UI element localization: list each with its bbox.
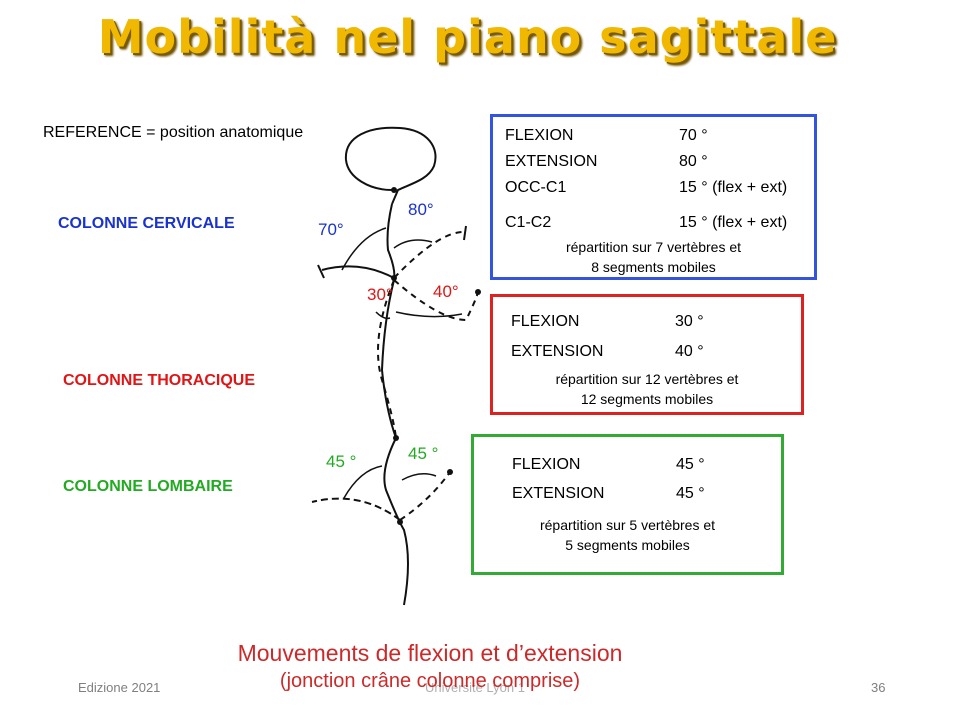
row-value: 45 ° (676, 456, 705, 473)
note-line: 12 segments mobiles (580, 391, 714, 407)
note-line: répartition sur 5 vertèbres et (539, 517, 716, 533)
caption-line2: (jonction crâne colonne comprise) (279, 670, 581, 692)
thoracic-info-box: FLEXION 30 ° EXTENSION 40 ° répartition … (490, 294, 804, 415)
lumbar-info-box: FLEXION 45 ° EXTENSION 45 ° répartition … (471, 434, 784, 575)
joint-dot (391, 187, 397, 193)
thoracic-note: répartition sur 12 vertèbres et 12 segme… (493, 369, 801, 409)
cervical-flex-arc (341, 227, 387, 271)
lumbar-note: répartition sur 5 vertèbres et 5 segment… (474, 515, 781, 555)
note-line: 5 segments mobiles (565, 537, 690, 553)
caption-line1: Mouvements de flexion et d’extension (237, 640, 623, 666)
row-name: OCC-C1 (505, 179, 567, 196)
cervical-flexion-angle: 70° (318, 220, 344, 239)
lumbar-extension-line (399, 471, 451, 521)
lumbar-label: COLONNE LOMBAIRE (63, 478, 233, 495)
note-line: 8 segments mobiles (591, 259, 716, 275)
row-name: FLEXION (511, 313, 580, 330)
lumbar-flex-arc (343, 465, 383, 499)
cervical-extension-tick (463, 225, 467, 241)
thoracic-flexion-line (377, 279, 397, 439)
row-value: 30 ° (675, 313, 704, 330)
lumbar-flexion-angle: 45 ° (326, 452, 357, 471)
joint-dot (391, 275, 397, 281)
thoracic-flexion-angle: 30° (367, 285, 393, 304)
joint-dot (397, 519, 403, 525)
lumbar-extension-angle: 45 ° (408, 444, 439, 463)
slide-title: Mobilità nel piano sagittale (97, 10, 838, 64)
thoracic-ext-arc (395, 311, 463, 318)
lumbar-flexion-line (311, 497, 401, 521)
row-name: EXTENSION (505, 153, 598, 170)
thoracic-label: COLONNE THORACIQUE (63, 372, 255, 389)
row-value: 15 ° (flex + ext) (679, 179, 788, 196)
joint-dot (447, 469, 453, 475)
row-name: FLEXION (505, 127, 574, 144)
row-name: EXTENSION (511, 343, 604, 360)
row-value: 45 ° (676, 485, 705, 502)
footer-university: Université Lyon 1 (425, 680, 525, 695)
cervical-extension-line (393, 230, 467, 279)
row-value: 15 ° (flex + ext) (679, 214, 788, 231)
reference-text: REFERENCE = position anatomique (43, 124, 304, 141)
row-value: 70 ° (679, 127, 708, 144)
cervical-ext-arc (393, 239, 433, 249)
note-line: répartition sur 7 vertèbres et (565, 239, 742, 255)
row-name: EXTENSION (512, 485, 605, 502)
lumbar-ext-arc (401, 473, 437, 481)
cervical-flexion-line (321, 265, 395, 279)
note-line: répartition sur 12 vertèbres et (555, 371, 739, 387)
spine-neutral-line (380, 203, 409, 606)
spine-diagram (311, 126, 481, 606)
row-name: C1-C2 (505, 214, 552, 231)
joint-dot (475, 289, 481, 295)
thoracic-flex-arc (375, 311, 391, 320)
cervical-label: COLONNE CERVICALE (58, 215, 235, 232)
row-value: 40 ° (675, 343, 704, 360)
footer-edition: Edizione 2021 (78, 680, 161, 695)
cervical-note: répartition sur 7 vertèbres et 8 segment… (493, 237, 814, 277)
row-value: 80 ° (679, 153, 708, 170)
row-name: FLEXION (512, 456, 581, 473)
slide-number: 36 (871, 680, 886, 695)
cervical-extension-angle: 80° (408, 200, 434, 219)
cervical-info-box: FLEXION 70 ° EXTENSION 80 ° OCC-C1 15 ° … (490, 114, 817, 280)
head-outline (344, 126, 437, 205)
thoracic-extension-angle: 40° (433, 282, 459, 301)
joint-dot (393, 435, 399, 441)
cervical-flexion-tick (317, 264, 325, 279)
